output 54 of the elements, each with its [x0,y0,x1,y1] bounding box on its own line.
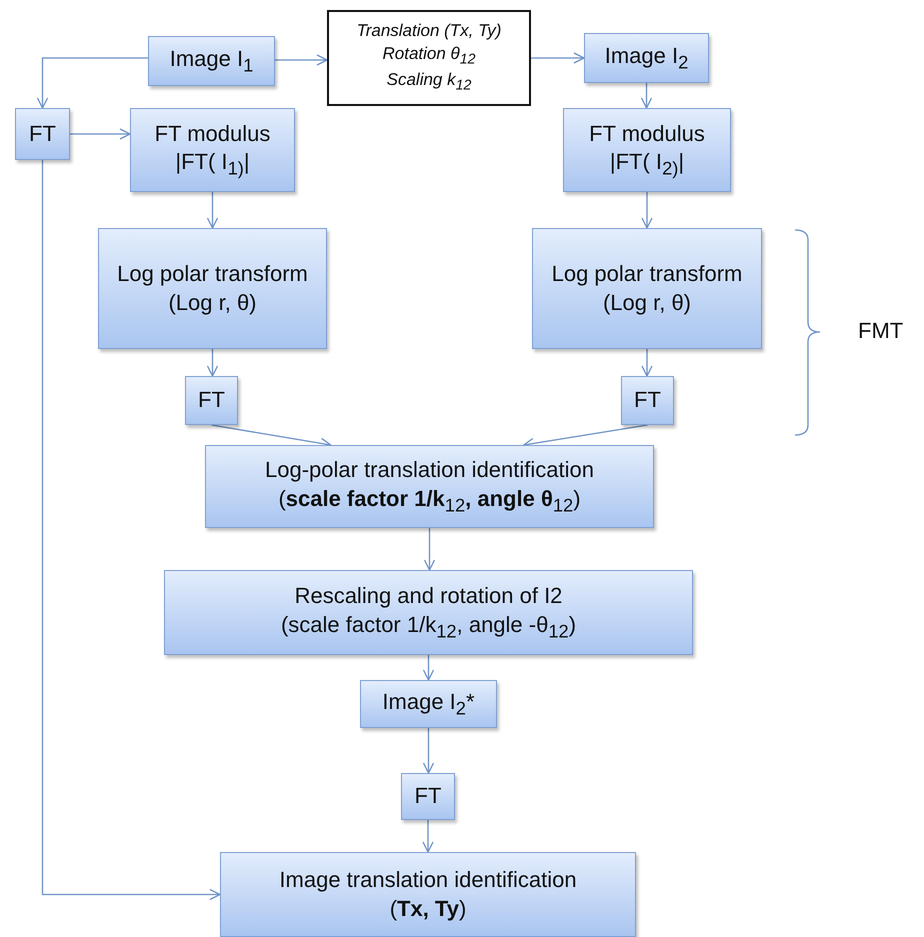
arrow [531,52,585,64]
bracket-label: FMT [858,318,904,344]
node-text: Image I$_{1}$ [170,44,254,78]
node-text: Log polar transform [552,260,742,288]
arrow [640,83,652,109]
arrow [206,349,218,377]
node-text: Rotation θ$_{12}$ [382,42,476,70]
node-text: (Log r, θ) [602,288,692,317]
arrow [641,192,653,229]
node-text: FT [634,386,661,414]
process-box [360,680,497,728]
process-box [532,228,762,349]
node-text: (scale factor 1/k$_{12}$, angle -θ$_{12}$) [280,610,576,643]
process-box [164,570,693,655]
node-text: FT [198,386,225,414]
process-box [15,108,70,160]
arrow [641,349,653,377]
node-text: FT modulus [589,120,705,148]
process-box [130,108,295,192]
process-box [148,36,275,86]
arrow [422,820,434,853]
node-text: Log-polar translation identification [265,456,594,484]
node-text: FT [414,782,442,810]
node-text: FT [29,120,56,148]
node-text: Rescaling and rotation of I2 [294,582,562,610]
arrow [422,728,434,774]
node-text: (Tx, Ty) [390,894,466,923]
process-box [621,376,674,425]
arrow [422,655,434,681]
process-box [185,376,238,425]
process-box [98,228,327,349]
node-text: |FT( I$_{2)}$| [610,148,684,180]
arrow [42,160,221,900]
process-box [220,852,636,937]
process-box [401,773,455,820]
node-text: Log polar transform [117,260,308,288]
transform-box [327,10,531,106]
node-text: Translation (Tx, Ty) [356,20,502,42]
node-text: FT modulus [154,120,270,148]
node-text: |FT( I$_{1)}$| [175,148,250,180]
arrow [70,128,131,140]
node-text: (scale factor 1/k$_{12}$, angle θ$_{12}$) [278,484,581,517]
arrow [206,192,218,229]
node-text: Image translation identification [279,866,577,894]
node-text: Scaling k$_{12}$ [386,69,472,96]
process-box [563,108,731,192]
node-text: (Log r, θ) [168,288,257,317]
arrow [424,528,436,571]
node-text: Image I$_{2}$* [382,688,475,720]
arrow [36,57,148,109]
process-box [584,33,709,83]
arrow [275,54,328,66]
node-text: Image I$_{2}$ [604,42,688,74]
process-box [205,445,654,528]
